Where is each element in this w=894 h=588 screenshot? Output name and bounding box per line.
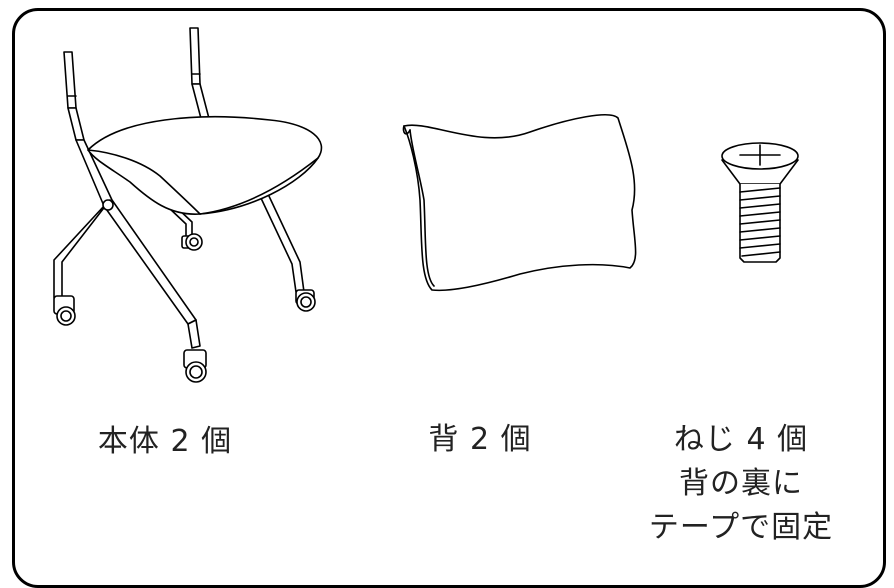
screw-icon	[722, 143, 798, 262]
chair-back-icon	[403, 115, 635, 291]
parts-list-frame	[12, 8, 886, 588]
screw-label-line-1: ねじ 4 個	[673, 422, 809, 457]
screw-label: ねじ 4 個 背の裏に テープで固定	[626, 418, 856, 550]
screw-label-line-3: テープで固定	[648, 510, 834, 545]
parts-illustrations	[0, 0, 894, 561]
chair-back-label: 背 2 個	[428, 422, 532, 457]
chair-body-icon	[54, 28, 321, 382]
screw-label-line-2: 背の裏に	[679, 466, 803, 501]
chair-body-label: 本体 2 個	[97, 424, 233, 459]
